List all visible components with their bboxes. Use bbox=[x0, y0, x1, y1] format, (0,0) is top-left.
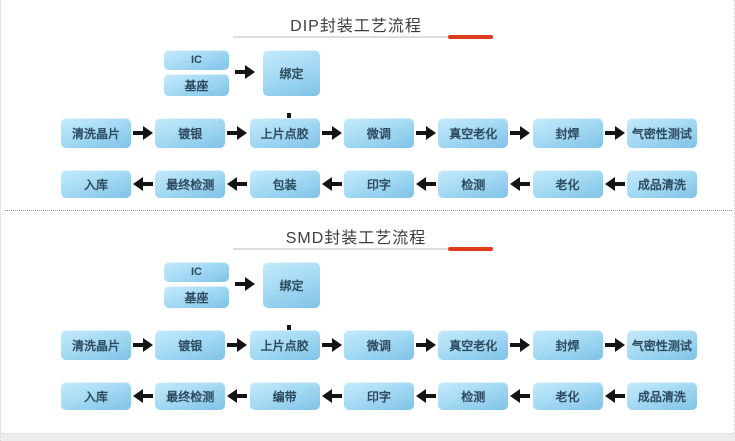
flow-step-box: 成品清洗 bbox=[626, 170, 697, 198]
flow-step-box: 编带 bbox=[249, 382, 320, 410]
arrow-right-icon bbox=[604, 338, 626, 352]
arrow-right-icon bbox=[234, 65, 256, 79]
arrow-right-icon bbox=[415, 338, 437, 352]
arrow-right-icon bbox=[321, 126, 343, 140]
smd-process-row-2: 入库 最终检测 编带 印字 检测 老化 成品清洗 bbox=[61, 382, 697, 410]
flow-step-box: 气密性测试 bbox=[626, 330, 697, 360]
flow-step-box: 上片点胶 bbox=[249, 330, 320, 360]
flow-step-box: 镀银 bbox=[155, 330, 226, 360]
flow-step-box: 老化 bbox=[532, 382, 603, 410]
arrow-right-icon bbox=[604, 126, 626, 140]
flow-step-box: 真空老化 bbox=[438, 330, 509, 360]
flow-step-box: 封焊 bbox=[532, 330, 603, 360]
arrow-left-icon bbox=[509, 177, 531, 191]
arrow-right-icon bbox=[415, 126, 437, 140]
arrow-right-icon bbox=[226, 338, 248, 352]
input-step-base: 基座 bbox=[164, 286, 229, 308]
arrow-left-icon bbox=[321, 389, 343, 403]
bind-step-box: 绑定 bbox=[263, 50, 320, 96]
arrow-left-icon bbox=[321, 177, 343, 191]
dip-process-row-2: 入库 最终检测 包装 印字 检测 老化 成品清洗 bbox=[61, 170, 697, 198]
arrow-left-icon bbox=[132, 177, 154, 191]
flow-step-box: 最终检测 bbox=[155, 170, 226, 198]
page-bottom-edge bbox=[1, 433, 735, 441]
input-step-ic: IC bbox=[164, 50, 229, 70]
flow-step-box: 清洗晶片 bbox=[61, 330, 131, 360]
input-step-ic: IC bbox=[164, 262, 229, 282]
arrow-right-icon bbox=[321, 338, 343, 352]
dip-process-row-1: 清洗晶片 镀银 上片点胶 微调 真空老化 封焊 气密性测试 bbox=[61, 118, 697, 148]
flow-step-box: 真空老化 bbox=[438, 118, 509, 148]
smd-flow-section: SMD封装工艺流程 IC 基座 绑定 清洗晶片 镀银 上片点胶 微调 真空老化 … bbox=[1, 212, 735, 433]
arrow-right-icon bbox=[509, 338, 531, 352]
arrow-right-icon bbox=[132, 338, 154, 352]
flow-step-box: 入库 bbox=[61, 382, 131, 410]
flow-step-box: 包装 bbox=[249, 170, 320, 198]
flow-step-box: 检测 bbox=[438, 170, 509, 198]
arrow-left-icon bbox=[509, 389, 531, 403]
title-underline bbox=[233, 36, 449, 38]
dip-section-title: DIP封装工艺流程 bbox=[290, 18, 422, 35]
flow-step-box: 镀银 bbox=[155, 118, 226, 148]
flow-step-box: 微调 bbox=[343, 118, 414, 148]
bind-step-box: 绑定 bbox=[263, 262, 320, 308]
dip-flow-section: DIP封装工艺流程 IC 基座 绑定 清洗晶片 镀银 上片点胶 微调 真空老化 … bbox=[1, 0, 735, 211]
arrow-right-icon bbox=[234, 277, 256, 291]
arrow-right-icon bbox=[226, 126, 248, 140]
smd-section-title: SMD封装工艺流程 bbox=[285, 230, 427, 247]
arrow-left-icon bbox=[415, 177, 437, 191]
flow-step-box: 清洗晶片 bbox=[61, 118, 131, 148]
arrow-left-icon bbox=[604, 389, 626, 403]
flow-step-box: 印字 bbox=[343, 382, 414, 410]
flow-step-box: 气密性测试 bbox=[626, 118, 697, 148]
section-divider bbox=[5, 210, 732, 211]
title-underline-accent bbox=[448, 35, 493, 39]
arrow-left-icon bbox=[226, 177, 248, 191]
flow-step-box: 封焊 bbox=[532, 118, 603, 148]
arrow-left-icon bbox=[226, 389, 248, 403]
flow-step-box: 上片点胶 bbox=[249, 118, 320, 148]
arrow-right-icon bbox=[509, 126, 531, 140]
arrow-left-icon bbox=[132, 389, 154, 403]
input-step-base: 基座 bbox=[164, 74, 229, 96]
arrow-left-icon bbox=[604, 177, 626, 191]
smd-process-row-1: 清洗晶片 镀银 上片点胶 微调 真空老化 封焊 气密性测试 bbox=[61, 330, 697, 360]
flow-step-box: 入库 bbox=[61, 170, 131, 198]
flow-step-box: 老化 bbox=[532, 170, 603, 198]
flow-step-box: 检测 bbox=[438, 382, 509, 410]
title-underline bbox=[233, 248, 449, 250]
flow-step-box: 成品清洗 bbox=[626, 382, 697, 410]
arrow-left-icon bbox=[415, 389, 437, 403]
flow-step-box: 微调 bbox=[343, 330, 414, 360]
flow-step-box: 印字 bbox=[343, 170, 414, 198]
flow-step-box: 最终检测 bbox=[155, 382, 226, 410]
arrow-right-icon bbox=[132, 126, 154, 140]
title-underline-accent bbox=[448, 247, 493, 251]
